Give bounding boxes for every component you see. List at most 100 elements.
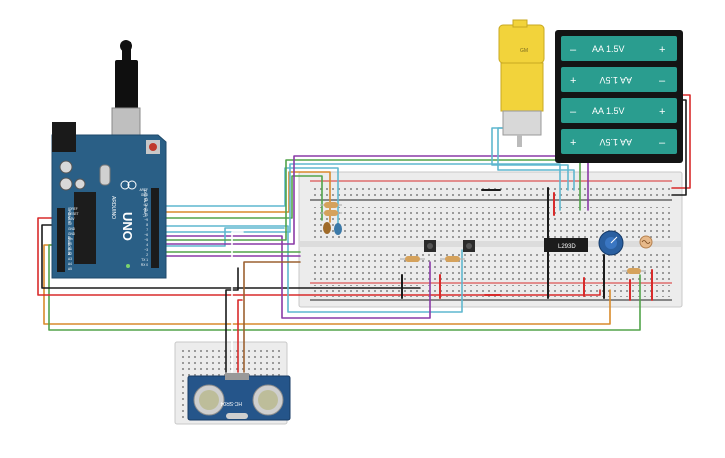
ultrasonic-sensor[interactable]: HC-SR04 xyxy=(187,373,291,421)
digital-pin-label: ~3 xyxy=(144,248,148,252)
battery-pack[interactable]: – + AA 1.5V + – AA 1.5V – + AA 1.5V + – AA 1.5V xyxy=(555,30,683,163)
sonar-label: HC-SR04 xyxy=(220,400,242,406)
battery-terminal-label: + xyxy=(570,75,576,87)
wire-white-sonar-trig[interactable] xyxy=(231,231,244,373)
digital-pin-label: 4 xyxy=(146,243,148,247)
battery-terminal-label: + xyxy=(659,44,665,56)
battery-cell-label: AA 1.5V xyxy=(592,106,625,116)
power-pin-label: 3.3V xyxy=(68,217,75,221)
digital-pin-label: ~11 xyxy=(143,208,148,212)
power-pin-label: Vin xyxy=(68,237,73,241)
wire-purple-in2[interactable] xyxy=(162,155,589,245)
resistor-icon[interactable] xyxy=(622,268,646,274)
wire-black-gnd[interactable] xyxy=(41,224,421,289)
digital-pin-label: 8 xyxy=(146,223,148,227)
battery-cell: – + AA 1.5V xyxy=(561,98,677,123)
battery-cell-body xyxy=(561,36,677,61)
wire-cyan-en[interactable] xyxy=(162,163,561,233)
battery-cell-label: AA 1.5V xyxy=(599,75,632,85)
pushbutton-icon[interactable] xyxy=(463,240,475,252)
power-pin-label: IOREF xyxy=(68,207,78,211)
wire-red-battery[interactable] xyxy=(671,94,691,189)
arduino-uno[interactable]: UNO ARDUINO DIGITAL (PWM~) ANALOG IN POW… xyxy=(51,40,167,279)
wire-cyan-d7[interactable] xyxy=(162,227,285,247)
digital-pin-label: 12 xyxy=(144,203,148,207)
wire-green-in1[interactable] xyxy=(162,159,581,241)
wire-brown-sonar-echo[interactable] xyxy=(243,261,301,373)
power-pin-label: A3 xyxy=(68,257,72,261)
motor-driver-ic[interactable]: L293D xyxy=(544,238,588,252)
dc-gear-motor[interactable]: GM xyxy=(498,19,545,147)
wire-cyan-d12[interactable] xyxy=(162,167,339,229)
wire-cyan-motor-2[interactable] xyxy=(497,127,575,191)
wire-orange-5v[interactable] xyxy=(43,244,611,325)
resistor-icon[interactable] xyxy=(320,210,342,216)
led-icon[interactable] xyxy=(323,222,331,234)
potentiometer-icon[interactable] xyxy=(598,230,624,256)
digital-pin-label: ~10 xyxy=(143,213,149,217)
wire-red-sonar-vcc[interactable] xyxy=(237,299,243,373)
digital-pin-label: RX 0 xyxy=(141,263,148,267)
wire-orange-d11[interactable] xyxy=(162,171,331,223)
led-icon[interactable] xyxy=(334,223,342,235)
battery-terminal-label: – xyxy=(659,137,666,149)
wire-green-d10[interactable] xyxy=(162,175,323,221)
digital-header xyxy=(151,188,159,268)
digital-pin-label: ~6 xyxy=(144,233,148,237)
wire-cyan-d9[interactable] xyxy=(162,225,463,313)
digital-pin-label: AREF xyxy=(139,188,148,192)
wire-purple-d8[interactable] xyxy=(162,235,431,319)
pushbutton-icon[interactable] xyxy=(424,240,436,252)
photoresistor-icon[interactable] xyxy=(639,235,653,249)
power-pin-label: A2 xyxy=(68,252,72,256)
power-pin-label: RESET xyxy=(68,212,79,216)
digital-pin-label: 13 xyxy=(144,198,148,202)
digital-pin-label: ~9 xyxy=(144,218,148,222)
digital-pin-label: TX 1 xyxy=(141,258,148,262)
power-pin-label: A4 xyxy=(68,262,72,266)
power-pin-label: A1 xyxy=(68,247,72,251)
resistor-icon[interactable] xyxy=(440,256,465,262)
battery-terminal-label: + xyxy=(570,137,576,149)
battery-cell: + – AA 1.5V xyxy=(561,129,677,154)
wire-black-battery[interactable] xyxy=(671,99,687,196)
power-pin-label: 5V xyxy=(68,222,73,226)
power-pin-label: GND xyxy=(68,232,76,236)
battery-cell-label: AA 1.5V xyxy=(599,137,632,147)
battery-cell-body xyxy=(561,98,677,123)
battery-terminal-label: – xyxy=(570,44,577,56)
battery-cell: – + AA 1.5V xyxy=(561,36,677,61)
atmega-chip xyxy=(74,192,96,264)
battery-terminal-label: – xyxy=(659,75,666,87)
digital-title: DIGITAL (PWM~) xyxy=(143,190,147,217)
digital-pin-label: 2 xyxy=(146,253,148,257)
reset-button[interactable] xyxy=(149,143,157,151)
resistor-icon[interactable] xyxy=(320,202,342,208)
analog-title: ANALOG IN xyxy=(67,236,71,256)
power-led-icon xyxy=(126,264,130,268)
power-pin-label: A5 xyxy=(68,267,72,271)
arduino-model: UNO xyxy=(120,212,135,241)
wire-red-5v[interactable] xyxy=(37,217,601,296)
wire-cyan-motor[interactable] xyxy=(491,127,569,191)
resistor-icon[interactable] xyxy=(400,256,425,262)
power-pin-label: A0 xyxy=(68,242,72,246)
arduino-brand: ARDUINO xyxy=(110,196,116,219)
main-breadboard xyxy=(298,171,683,308)
digital-pin-label: 7 xyxy=(146,228,148,232)
digital-pin-label: ~5 xyxy=(144,238,148,242)
battery-terminal-label: – xyxy=(570,106,577,118)
power-title: POWER xyxy=(67,210,71,224)
battery-cell-label: AA 1.5V xyxy=(592,44,625,54)
battery-cell-body xyxy=(561,67,677,92)
ic-label: L293D xyxy=(558,244,576,250)
battery-cell-body xyxy=(561,129,677,154)
motor-label: GM xyxy=(520,48,528,54)
battery-cell: + – AA 1.5V xyxy=(561,67,677,92)
wire-layer xyxy=(37,94,691,373)
battery-terminal-label: + xyxy=(659,106,665,118)
